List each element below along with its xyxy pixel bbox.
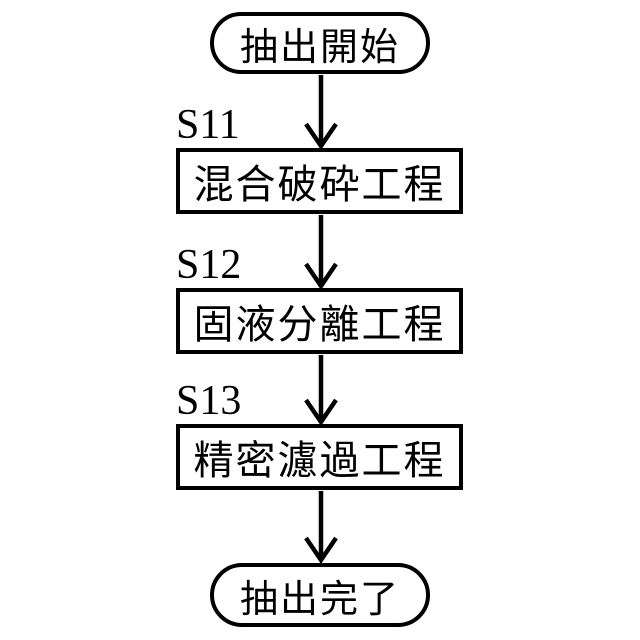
end-terminal: 抽出完了: [210, 563, 430, 627]
flow-arrow: [304, 75, 338, 150]
process-box-s12: 固液分離工程: [176, 288, 463, 354]
start-terminal-label: 抽出開始: [239, 26, 400, 69]
flow-arrow: [304, 215, 338, 290]
step-id-s11: S11: [176, 102, 240, 148]
flow-arrow: [304, 355, 338, 426]
process-box-s13: 精密濾過工程: [176, 424, 463, 490]
end-terminal-label: 抽出完了: [239, 578, 400, 621]
process-box-label: 混合破砕工程: [193, 163, 446, 207]
process-box-label: 精密濾過工程: [193, 439, 446, 483]
start-terminal: 抽出開始: [210, 12, 430, 74]
process-box-label: 固液分離工程: [193, 303, 446, 347]
process-box-s11: 混合破砕工程: [176, 148, 463, 214]
step-id-s13: S13: [176, 378, 242, 424]
flow-arrow: [304, 491, 338, 564]
step-id-s12: S12: [176, 242, 242, 288]
